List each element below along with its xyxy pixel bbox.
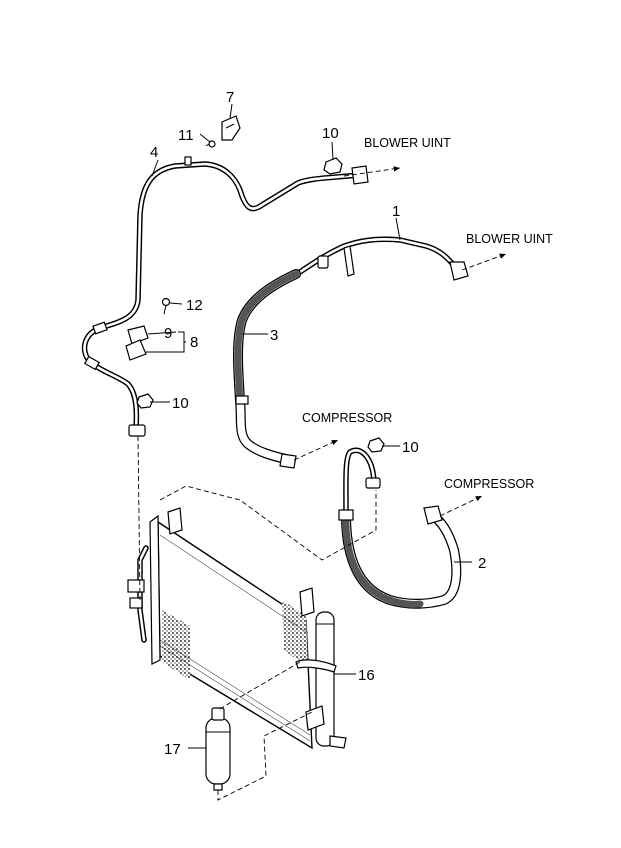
bolt-part-11 [205, 140, 216, 148]
callout-4: 4 [150, 144, 158, 161]
bracket-part-8 [125, 339, 147, 361]
blower-unit-label-lower: BLOWER UINT [466, 232, 553, 246]
pipe-part-4 [81, 156, 369, 437]
callout-7: 7 [226, 89, 234, 106]
bolt-part-12 [161, 297, 171, 315]
compressor-label-upper: COMPRESSOR [302, 411, 392, 425]
bracket-part-7 [221, 115, 241, 141]
pipe-part-1 [297, 236, 469, 281]
bracket-part-9 [127, 325, 149, 345]
callout-10-left: 10 [172, 395, 189, 412]
nut-part-10-left [136, 393, 154, 409]
callout-11: 11 [178, 127, 194, 144]
callout-2: 2 [478, 555, 486, 572]
destination-labels: BLOWER UINT BLOWER UINT COMPRESSOR COMPR… [302, 136, 553, 491]
callout-12: 12 [186, 297, 203, 314]
callout-16: 16 [358, 667, 375, 684]
nut-part-10-upper [323, 157, 343, 175]
callout-8: 8 [190, 334, 198, 351]
hose-part-2 [338, 447, 462, 609]
nut-part-10-right [367, 437, 385, 453]
condenser-assembly [127, 507, 347, 750]
callout-10-right: 10 [402, 439, 419, 456]
leader-lines [146, 103, 472, 749]
callout-3: 3 [270, 327, 278, 344]
callout-labels: 1 2 3 4 7 8 9 10 10 10 11 12 16 17 [150, 89, 486, 758]
receiver-drier-part-17 [205, 707, 231, 791]
callout-9: 9 [164, 325, 172, 342]
compressor-label-lower: COMPRESSOR [444, 477, 534, 491]
band-part-16 [295, 659, 337, 673]
callout-10-upper: 10 [322, 125, 339, 142]
connection-lines [137, 166, 507, 801]
hose-part-3 [233, 269, 301, 469]
callout-17: 17 [164, 741, 181, 758]
callout-1: 1 [392, 203, 400, 220]
blower-unit-label-upper: BLOWER UINT [364, 136, 451, 150]
